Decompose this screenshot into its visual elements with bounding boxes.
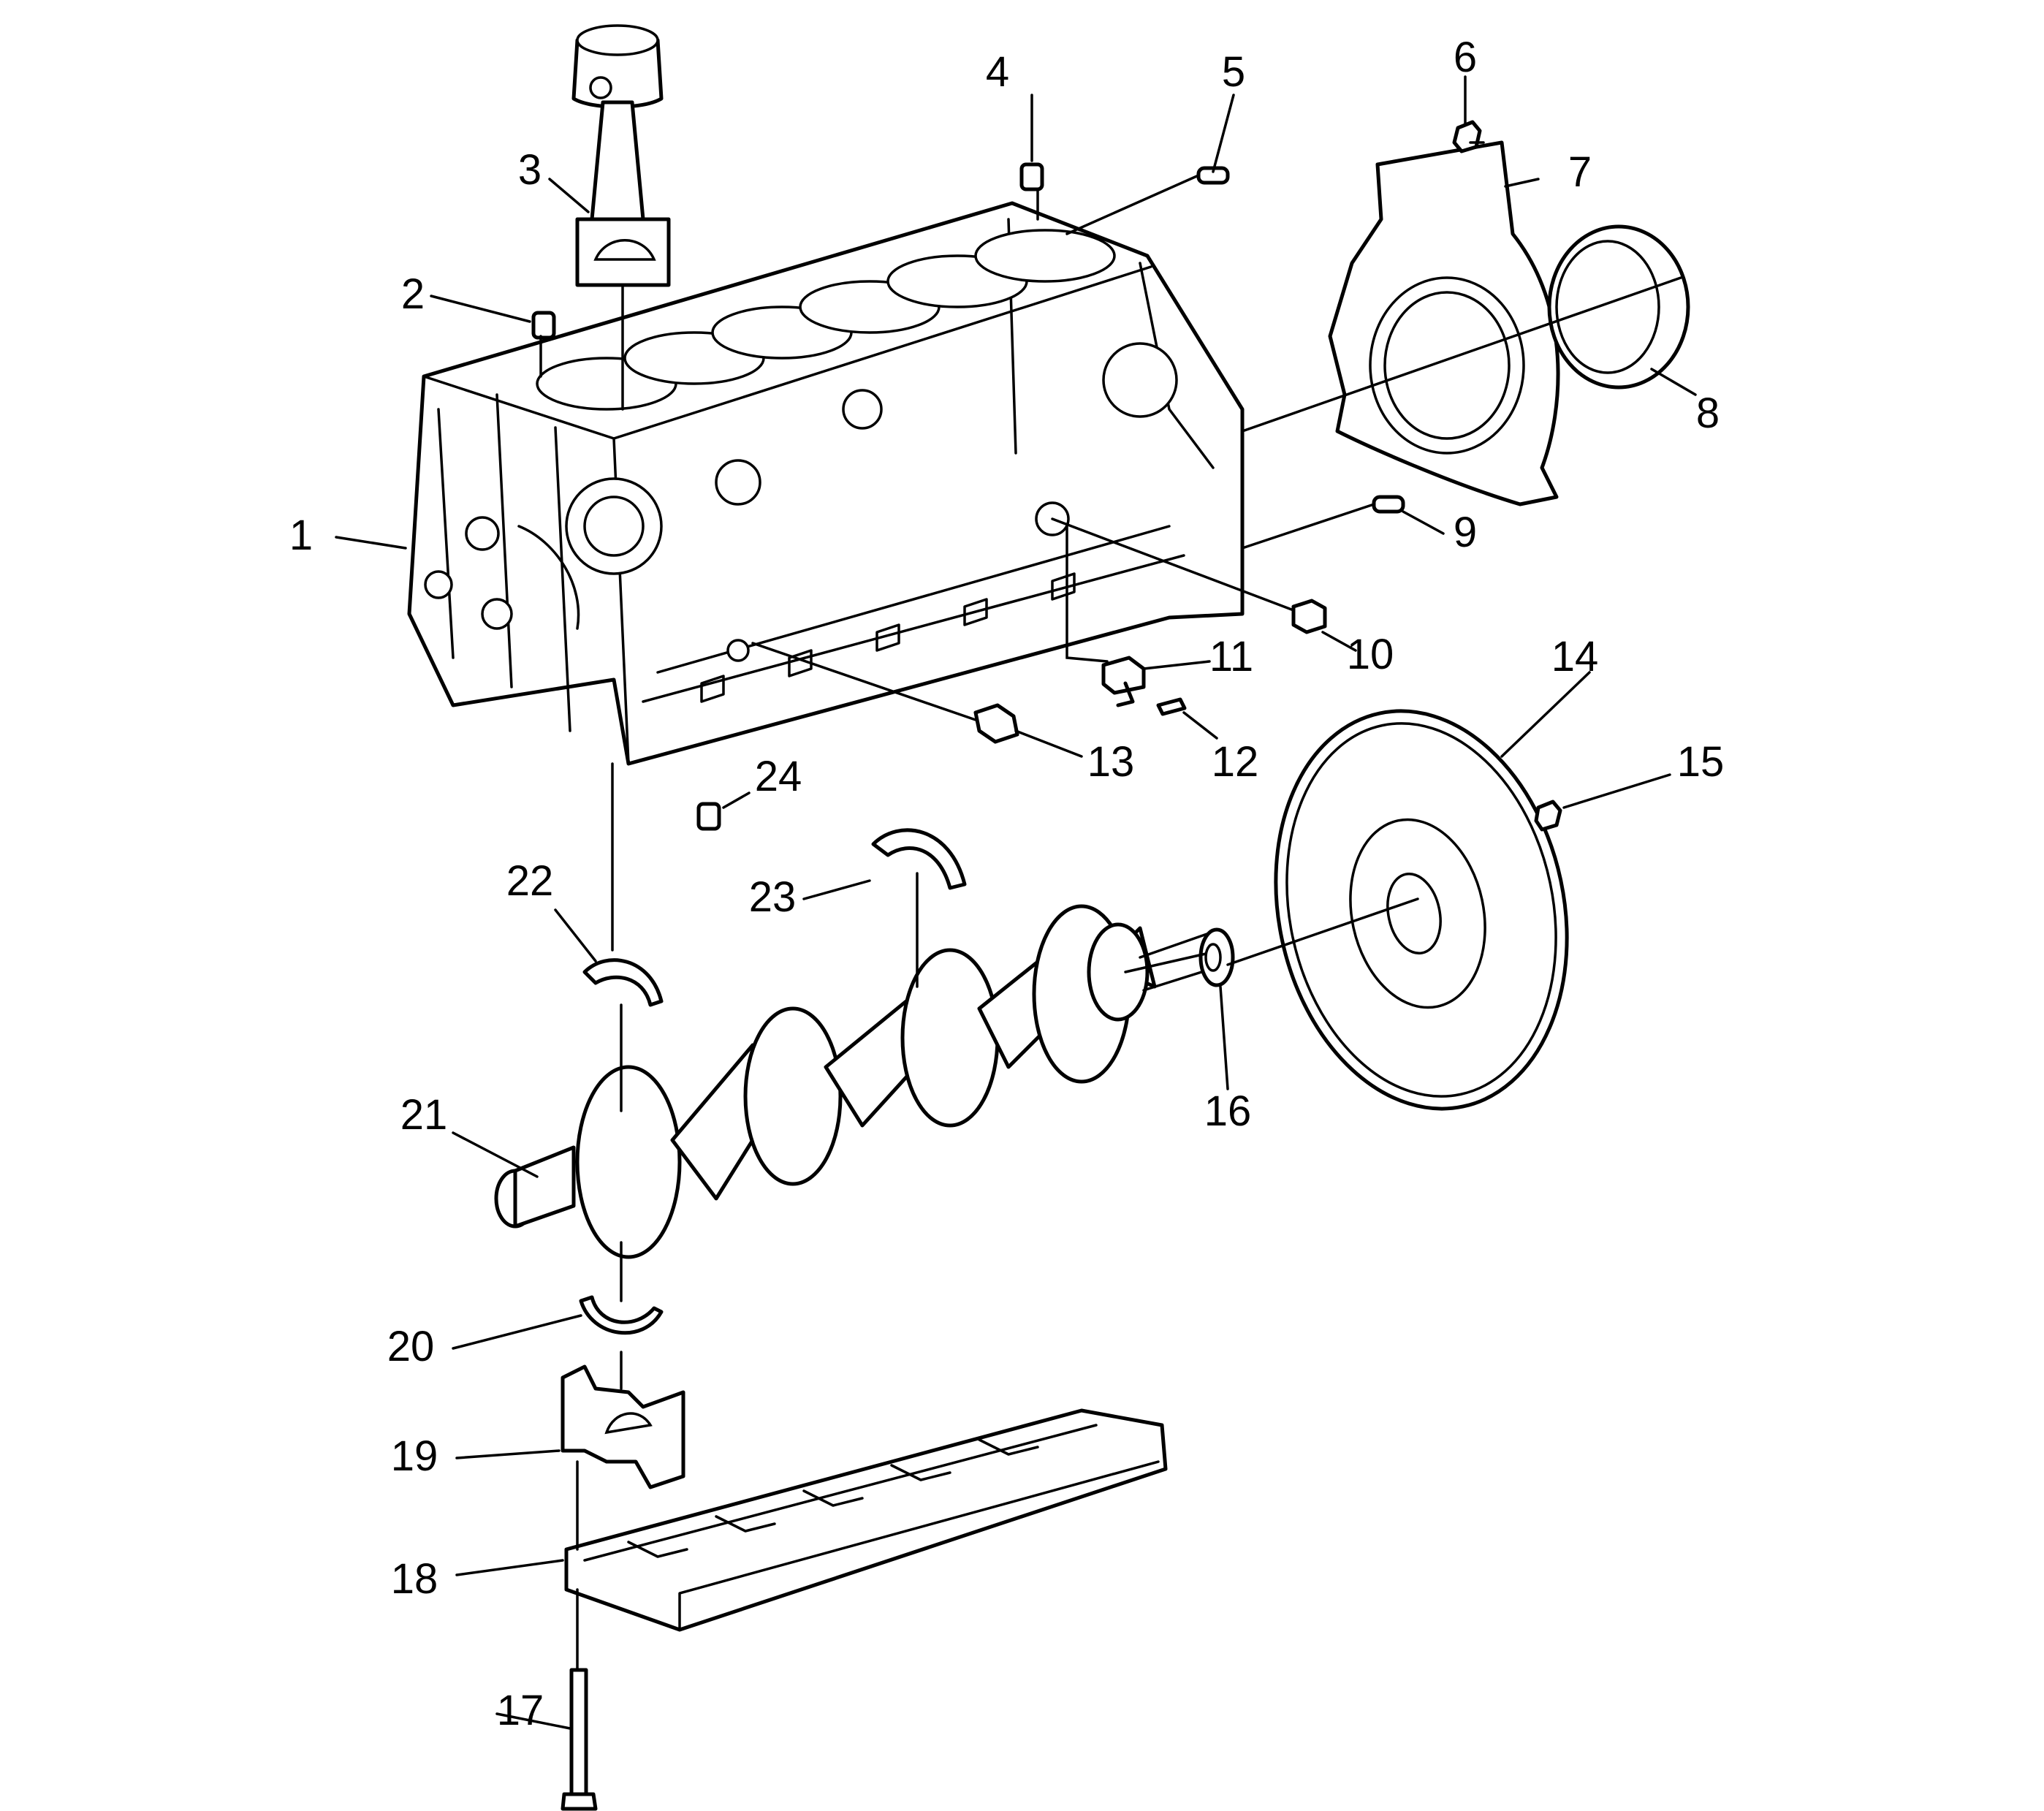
callout-4: 4 [986,48,1009,96]
dowel-pin-24 [696,802,721,831]
thrust-bearing-23 [871,828,967,890]
bearing-20 [579,1295,664,1335]
callout-24: 24 [755,753,802,800]
callout-7: 7 [1568,148,1592,196]
dowel-pin-4 [1019,162,1044,191]
bearing-22 [582,958,664,1007]
callout-3: 3 [518,146,542,194]
callout-16: 16 [1204,1087,1252,1135]
callout-19: 19 [391,1432,438,1480]
bolt-15 [1534,800,1562,832]
callout-22: 22 [506,857,554,905]
bolt-10 [1291,599,1327,634]
callout-labels: 1 2 3 4 5 6 7 8 9 10 11 12 13 14 15 16 1… [289,34,1724,1734]
crankshaft-spacer [1198,927,1235,987]
callout-leaders [335,75,1697,1730]
callout-23: 23 [749,873,797,921]
callout-20: 20 [387,1323,435,1370]
sensor-13 [973,703,1019,744]
main-bearing-bolt [561,1668,598,1811]
dowel-pin-2 [531,311,556,340]
callout-9: 9 [1454,509,1477,556]
callout-14: 14 [1551,633,1599,680]
callout-17: 17 [497,1687,544,1734]
callout-8: 8 [1696,390,1720,437]
callout-1: 1 [289,512,313,559]
rear-main-seal [1547,224,1690,390]
crankshaft [494,904,1215,1259]
bedplate [564,1408,1168,1632]
callout-18: 18 [391,1555,438,1603]
rear-cover [1328,140,1560,506]
callout-21: 21 [400,1091,448,1139]
main-bearing-cap [561,1364,685,1489]
dowel-pin-9 [1372,495,1405,514]
callout-10: 10 [1347,631,1394,678]
bolt-12 [1156,697,1187,716]
callout-2: 2 [401,270,425,318]
callout-13: 13 [1087,738,1135,786]
callout-6: 6 [1454,34,1477,81]
alignment-lines [539,141,1682,1671]
callout-15: 15 [1677,738,1725,786]
bolt-6 [1452,120,1482,153]
callout-11: 11 [1209,633,1253,680]
sensor-11 [1101,656,1146,707]
flexplate [1274,709,1569,1111]
piston-connecting-rod [571,24,671,287]
callout-12: 12 [1212,738,1259,786]
callout-5: 5 [1222,48,1245,96]
engine-block [407,201,1245,766]
